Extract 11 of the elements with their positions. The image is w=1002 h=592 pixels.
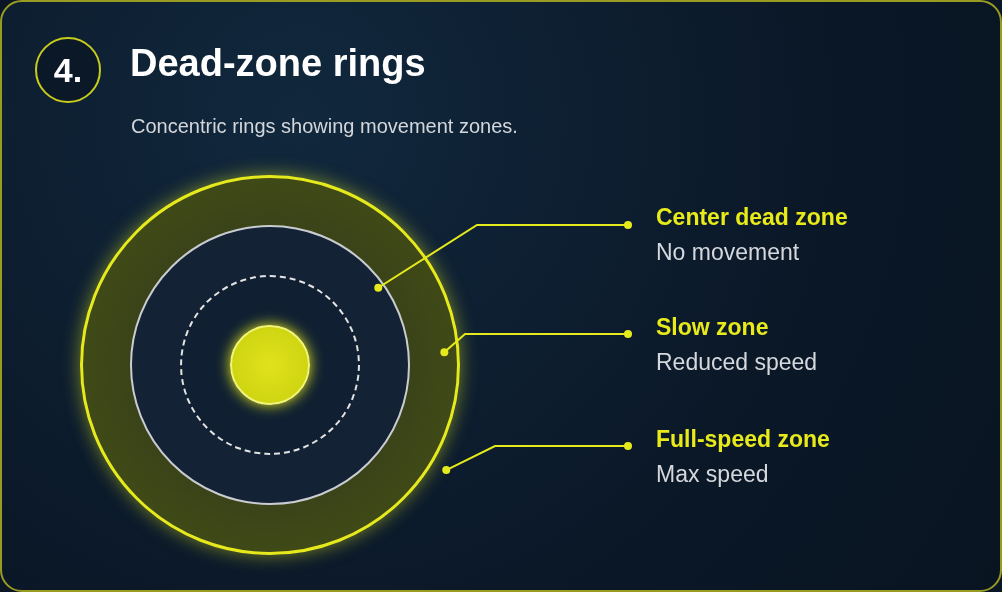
subtitle: Concentric rings showing movement zones.: [131, 114, 518, 139]
leader-line: [374, 221, 632, 292]
leader-line: [440, 330, 632, 357]
zone-description: Reduced speed: [656, 348, 819, 377]
title: Dead-zone rings: [130, 44, 426, 82]
zone-name: Full-speed zone: [656, 425, 831, 454]
zone-description: No movement: [656, 238, 801, 267]
zone-description: Max speed: [656, 460, 770, 489]
zone-name: Center dead zone: [656, 203, 849, 232]
leader-line: [442, 442, 632, 475]
zone-name: Slow zone: [656, 313, 770, 342]
